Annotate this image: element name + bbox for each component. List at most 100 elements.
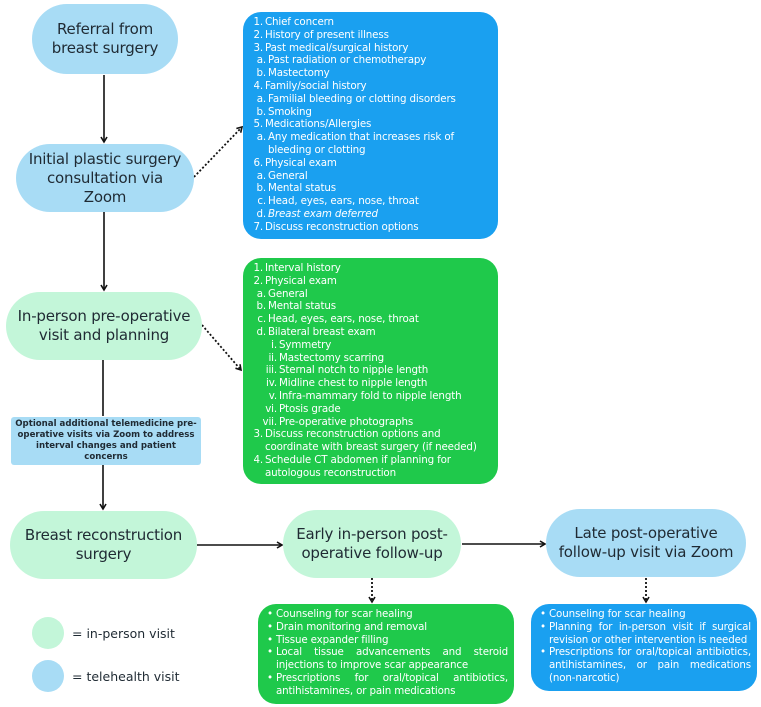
early-followup-list: •Counseling for scar healing•Drain monit… [264,608,508,698]
item-text: Midline chest to nipple length [279,377,428,390]
item-text: Past medical/surgical history [265,41,409,54]
item-text: Family/social history [265,79,367,92]
item-marker: a. [256,92,266,105]
item-text: General [268,287,308,300]
item-marker: b. [256,67,266,80]
bullet-icon: • [267,608,273,620]
bullet-icon: • [267,633,273,646]
item-text: Discuss reconstruction options [265,220,419,233]
bullet-item: •Counseling for scar healing [537,608,751,621]
item-text: Mental status [268,182,336,195]
checklist-item: v.Infra-mammary fold to nipple length [253,390,490,403]
node-referral: Referral from breast surgery [32,4,178,74]
item-text: Interval history [265,262,341,274]
legend-inperson: = in-person visit [32,617,175,649]
node-preop-visit-label: In-person pre-operative visit and planni… [17,307,191,344]
late-followup-list: •Counseling for scar healing•Planning fo… [537,608,751,685]
bullet-item: •Planning for in-person visit if surgica… [537,621,751,647]
item-marker: v. [268,389,277,402]
legend-inperson-label: = in-person visit [72,625,175,641]
item-text: Sternal notch to nipple length [279,364,429,377]
node-late-followup-label: Late post-operative follow-up visit via … [558,524,734,561]
item-text: Head, eyes, ears, nose, throat [268,195,419,208]
bullet-icon: • [267,671,273,684]
bullet-icon: • [267,646,273,659]
checklist-item: d.Bilateral breast exam [253,326,490,339]
legend-telehealth-swatch [32,660,64,692]
item-text: Medications/Allergies [265,118,372,131]
node-referral-label: Referral from breast surgery [51,20,159,57]
item-marker: i. [271,338,277,351]
item-text: Smoking [268,105,312,118]
bullet-item: •Local tissue advancements and steroid i… [264,646,508,672]
checklist-item: iv.Midline chest to nipple length [253,377,490,390]
item-marker: c. [257,195,266,208]
item-marker: 4. [253,453,263,466]
item-text: Physical exam [265,274,337,287]
item-marker: iii. [265,364,277,377]
item-text: Chief concern [265,16,334,28]
bullet-text: Prescriptions for oral/topical antibioti… [549,646,751,684]
checklist-item: 3.Past medical/surgical history [253,42,490,55]
dotted-preop-to-panel [201,324,243,372]
item-text: General [268,169,308,182]
item-marker: 3. [253,428,263,441]
bullet-text: Counseling for scar healing [549,608,686,620]
checklist-item: b.Mastectomy [253,67,490,80]
bullet-item: •Drain monitoring and removal [264,621,508,634]
item-text: Discuss reconstruction options and coord… [265,428,477,454]
checklist-item: 5.Medications/Allergies [253,118,490,131]
checklist-item: 1.Interval history [253,262,490,275]
checklist-item: iii.Sternal notch to nipple length [253,364,490,377]
bullet-text: Local tissue advancements and steroid in… [276,646,508,672]
checklist-item: 3.Discuss reconstruction options and coo… [253,428,490,454]
item-marker: 4. [253,79,263,92]
item-marker: c. [257,313,266,326]
item-marker: ii. [268,351,277,364]
bullet-item: •Tissue expander filling [264,634,508,647]
item-marker: a. [256,287,266,300]
item-marker: d. [256,325,266,338]
legend-inperson-swatch [32,617,64,649]
node-early-followup-label: Early in-person post-operative follow-up [296,525,448,562]
checklist-item: a.General [253,170,490,183]
item-marker: 3. [253,41,263,54]
node-reconstruction-surgery: Breast reconstruction surgery [10,511,197,579]
item-marker: b. [256,300,266,313]
item-text: Any medication that increases risk of bl… [268,131,454,156]
checklist-item: c.Head, eyes, ears, nose, throat [253,195,490,208]
checklist-item: 2.Physical exam [253,275,490,288]
checklist-item: ii.Mastectomy scarring [253,352,490,365]
item-text: Schedule CT abdomen if planning for auto… [265,453,451,479]
checklist-item: d.Breast exam deferred [253,208,490,221]
item-text: Symmetry [279,338,332,351]
bullet-item: •Counseling for scar healing [264,608,508,621]
item-marker: d. [256,207,266,220]
early-followup-checklist: •Counseling for scar healing•Drain monit… [258,604,514,704]
bullet-item: •Prescriptions for oral/topical antibiot… [537,646,751,684]
item-text: Infra-mammary fold to nipple length [279,389,462,402]
item-marker: a. [256,54,266,67]
item-text: Physical exam [265,156,337,169]
bullet-text: Counseling for scar healing [276,608,413,620]
bullet-text: Tissue expander filling [276,633,389,646]
item-text: Pre-operative photographs [279,415,414,428]
item-text: Past radiation or chemotherapy [268,54,427,67]
node-reconstruction-surgery-label: Breast reconstruction surgery [24,526,183,563]
node-initial-consultation-label: Initial plastic surgery consultation via… [28,149,182,206]
checklist-item: b.Smoking [253,106,490,119]
node-late-followup: Late post-operative follow-up visit via … [546,509,746,577]
bullet-icon: • [540,646,546,659]
bullet-item: •Prescriptions for oral/topical antibiot… [264,672,508,698]
item-marker: a. [256,169,266,182]
item-marker: vi. [265,402,277,415]
node-preop-visit: In-person pre-operative visit and planni… [6,292,202,360]
checklist-item: vii.Pre-operative photographs [253,416,490,429]
item-marker: 2. [253,274,263,287]
item-marker: b. [256,182,266,195]
legend-telehealth: = telehealth visit [32,660,180,692]
item-marker: iv. [266,377,277,390]
